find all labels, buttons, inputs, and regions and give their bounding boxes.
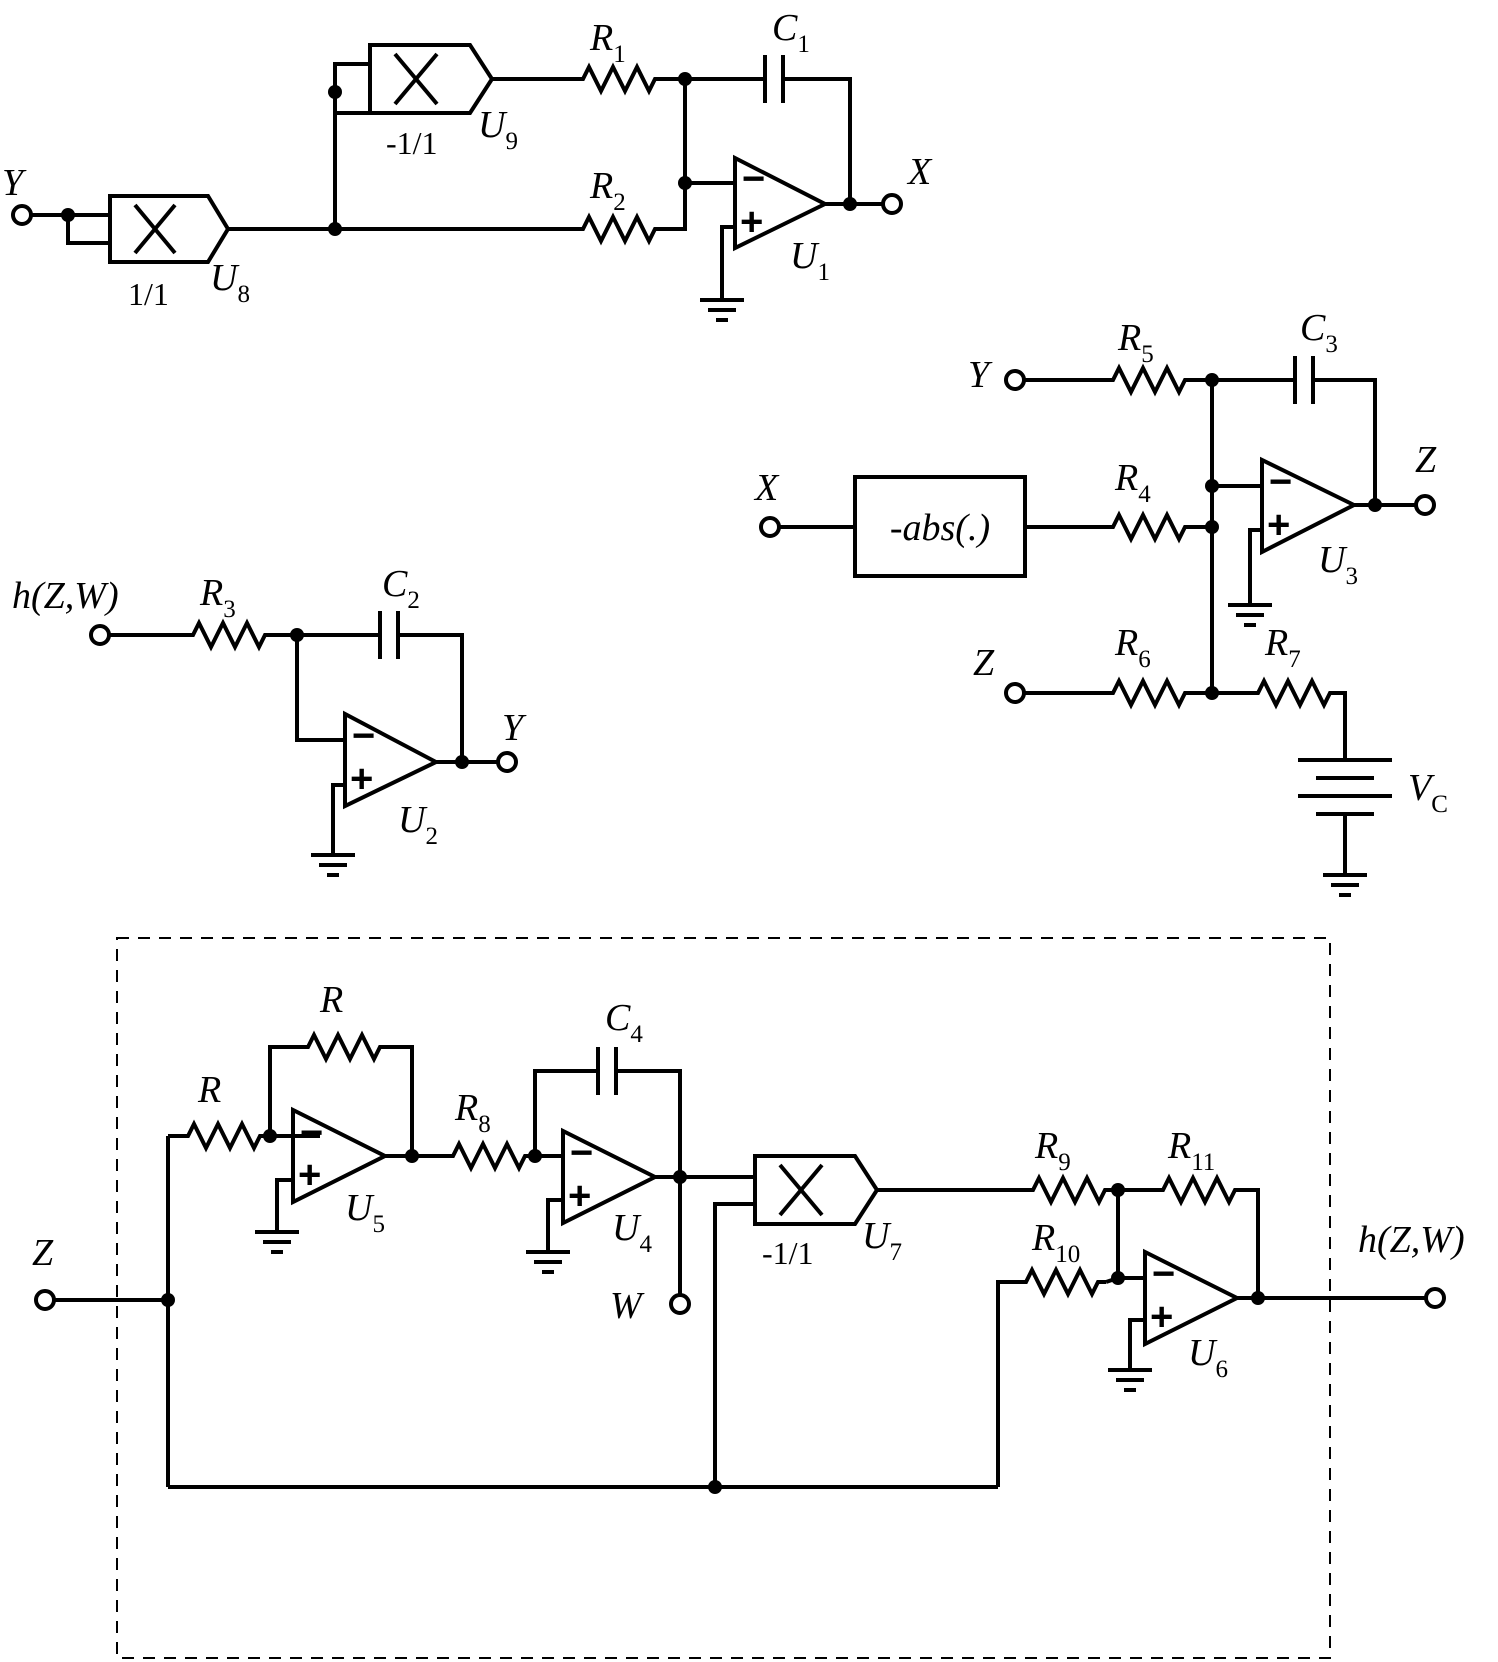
- svg-text:U9: U9: [478, 104, 518, 155]
- svg-text:C4: C4: [605, 997, 643, 1048]
- opamp-u6: [1143, 1248, 1242, 1348]
- resistor-r2: [573, 215, 665, 243]
- terminal-y-out-2: [496, 751, 518, 773]
- label-x-in-3: X: [753, 467, 780, 509]
- multiplier-u8: [108, 194, 231, 264]
- gain-u9: -1/1: [386, 125, 438, 161]
- terminal-x-in-3: [759, 516, 781, 538]
- svg-text:R1: R1: [589, 17, 626, 68]
- svg-text:R: R: [319, 979, 343, 1021]
- svg-text:+: +: [568, 1174, 591, 1218]
- label-h-in-2: h(Z,W): [12, 575, 119, 617]
- svg-text:R9: R9: [1034, 1125, 1071, 1176]
- label-z-out-3: Z: [1415, 439, 1437, 481]
- label-w-out-4: W: [610, 1285, 645, 1327]
- terminal-x-out-1: [881, 193, 903, 215]
- svg-text:U3: U3: [1318, 539, 1358, 590]
- multiplier-u7: [753, 1154, 880, 1226]
- resistor-r11: [1153, 1176, 1245, 1204]
- terminal-y-in-3: [1004, 369, 1026, 391]
- svg-text:C3: C3: [1300, 307, 1338, 358]
- resistor-r9: [1023, 1176, 1115, 1204]
- resistor-r7: [1248, 679, 1340, 707]
- svg-text:−: −: [1269, 460, 1292, 504]
- svg-text:U8: U8: [210, 257, 250, 308]
- svg-text:+: +: [1267, 503, 1290, 547]
- svg-text:C1: C1: [772, 7, 810, 58]
- resistor-r3: [183, 621, 275, 649]
- terminal-h-in-2: [89, 624, 111, 646]
- resistor-r1: [573, 65, 665, 93]
- svg-text:R7: R7: [1264, 622, 1301, 673]
- opamp-u2: [343, 710, 441, 810]
- svg-text:−: −: [742, 157, 765, 201]
- opamp-u3: [1260, 456, 1359, 556]
- svg-text:U4: U4: [612, 1207, 652, 1258]
- svg-text:R: R: [197, 1069, 221, 1111]
- svg-text:R11: R11: [1167, 1125, 1215, 1176]
- svg-text:U2: U2: [398, 799, 438, 850]
- circuit-2: [100, 611, 498, 877]
- resistor-r5: [1103, 366, 1195, 394]
- svg-text:+: +: [1150, 1295, 1173, 1339]
- multiplier-u9: [368, 43, 495, 115]
- label-y-in-3: Y: [968, 354, 993, 396]
- svg-text:C2: C2: [382, 563, 420, 614]
- label-y-out-2: Y: [502, 707, 527, 749]
- svg-text:R5: R5: [1117, 317, 1154, 368]
- svg-text:R10: R10: [1031, 1217, 1080, 1268]
- svg-text:+: +: [740, 200, 763, 244]
- circuit-3: [770, 356, 1415, 897]
- resistor-r-in: [178, 1122, 270, 1150]
- svg-text:−: −: [1152, 1252, 1175, 1296]
- label-y-in-1: Y: [2, 162, 27, 204]
- circuit-4: [45, 1033, 1425, 1489]
- label-z-in-4: Z: [32, 1232, 54, 1274]
- circuit-1: [22, 43, 882, 322]
- svg-text:U1: U1: [790, 235, 830, 286]
- multiplier-u7-x-icon: [778, 1163, 824, 1217]
- opamp-u5: [291, 1106, 390, 1206]
- svg-text:−: −: [300, 1111, 323, 1155]
- resistor-r4: [1103, 513, 1195, 541]
- resistor-r8: [443, 1142, 535, 1170]
- svg-text:VC: VC: [1408, 767, 1448, 818]
- label-x-out-1: X: [906, 151, 933, 193]
- opamp-u1: [733, 154, 830, 252]
- terminal-h-out-4: [1424, 1287, 1446, 1309]
- svg-text:R2: R2: [589, 165, 626, 216]
- svg-text:+: +: [350, 757, 373, 801]
- terminal-y-in-1: [11, 204, 33, 226]
- svg-text:U5: U5: [345, 1187, 385, 1238]
- svg-text:R4: R4: [1114, 457, 1151, 508]
- svg-text:+: +: [298, 1153, 321, 1197]
- terminal-z-out-3: [1414, 494, 1436, 516]
- svg-text:−: −: [352, 714, 375, 758]
- terminal-z-in-3: [1004, 682, 1026, 704]
- label-z-in-3: Z: [973, 642, 995, 684]
- resistor-r10: [1016, 1268, 1108, 1296]
- terminal-w-out-4: [669, 1293, 691, 1315]
- abs-block-label: -abs(.): [890, 507, 990, 549]
- multiplier-x-icon: [133, 52, 439, 255]
- opamp-u4: [561, 1127, 660, 1227]
- label-h-out-4: h(Z,W): [1358, 1219, 1465, 1261]
- terminal-z-in-4: [34, 1289, 56, 1311]
- svg-text:U7: U7: [862, 1215, 902, 1266]
- resistor-r-fb: [298, 1033, 390, 1061]
- gain-u8: 1/1: [128, 276, 169, 312]
- svg-text:R3: R3: [199, 572, 236, 623]
- svg-text:R6: R6: [1114, 622, 1151, 673]
- gain-u7: -1/1: [762, 1235, 814, 1271]
- svg-text:R8: R8: [454, 1087, 491, 1138]
- resistor-r6: [1103, 679, 1195, 707]
- svg-text:U6: U6: [1188, 1332, 1228, 1383]
- svg-text:−: −: [570, 1131, 593, 1175]
